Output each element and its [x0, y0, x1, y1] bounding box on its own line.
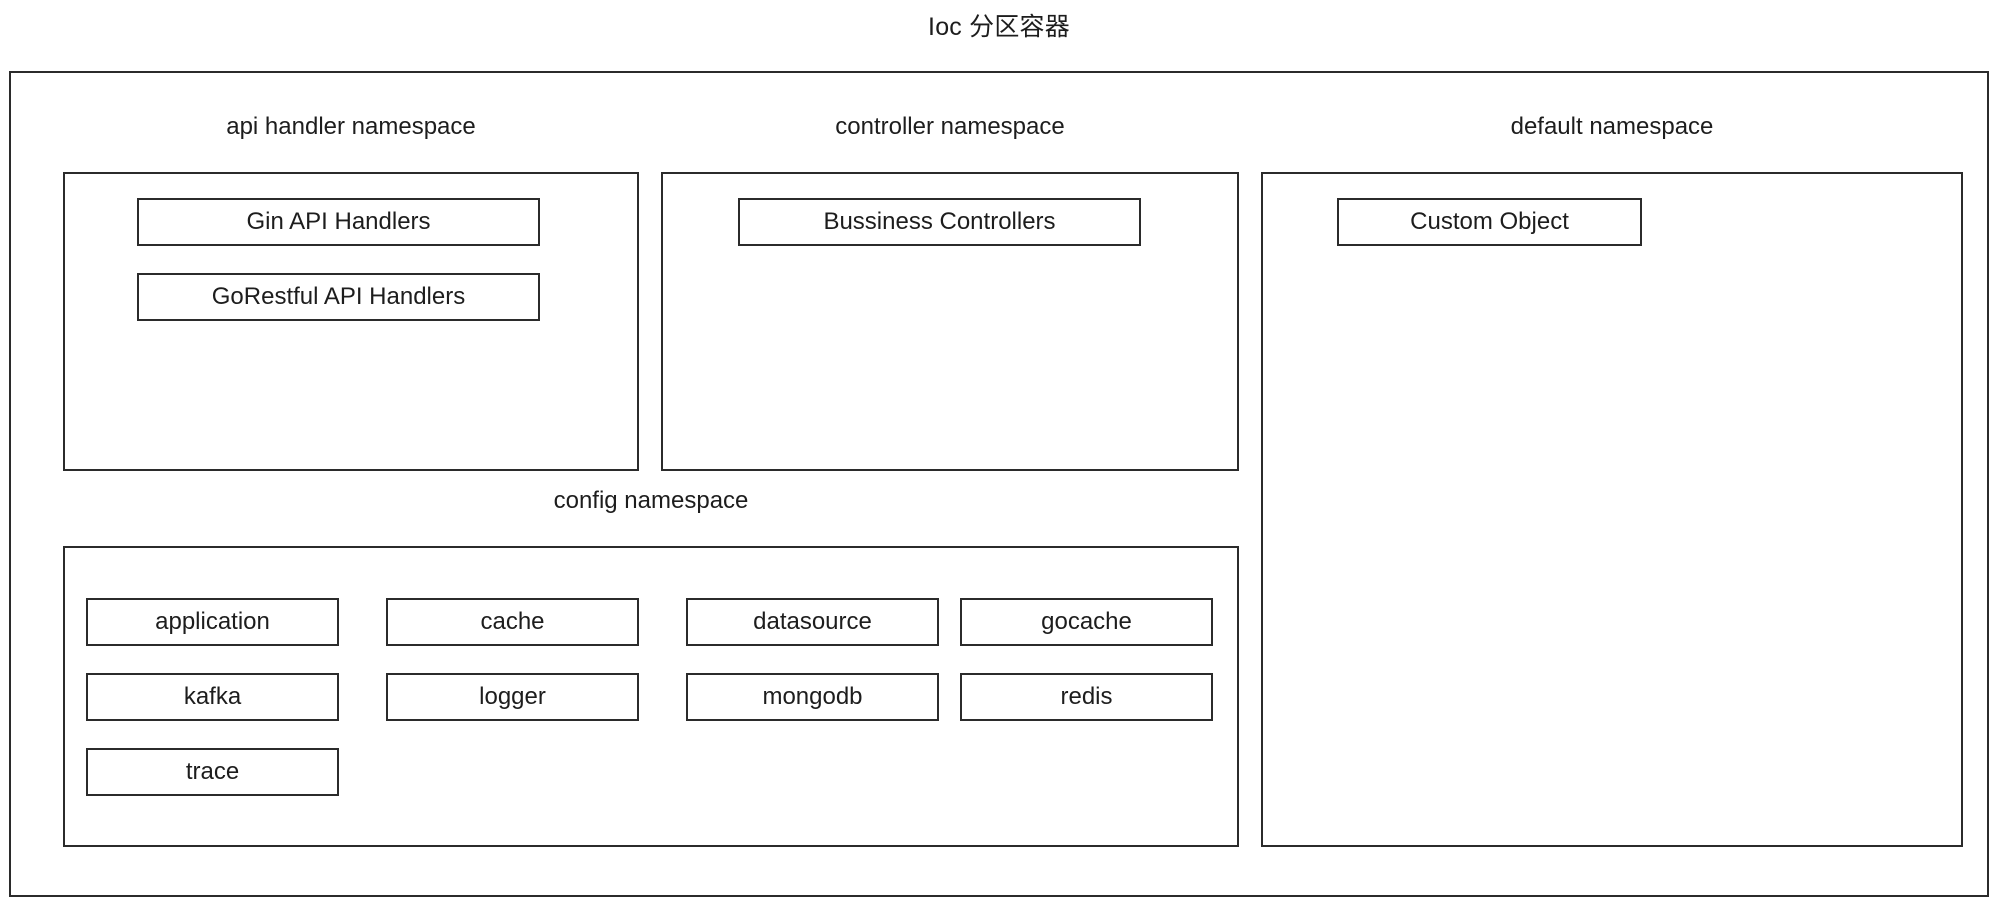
item-kafka: kafka [86, 673, 339, 721]
item-gorestful-api-handlers: GoRestful API Handlers [137, 273, 540, 321]
controller-namespace-caption: controller namespace [835, 113, 1065, 140]
default-namespace-panel [1261, 172, 1963, 847]
diagram-title: Ioc 分区容器 [928, 13, 1070, 41]
item-custom-object: Custom Object [1337, 198, 1642, 246]
item-redis: redis [960, 673, 1213, 721]
item-trace: trace [86, 748, 339, 796]
item-datasource: datasource [686, 598, 939, 646]
item-gin-api-handlers: Gin API Handlers [137, 198, 540, 246]
item-mongodb: mongodb [686, 673, 939, 721]
item-application: application [86, 598, 339, 646]
config-namespace-caption: config namespace [553, 487, 749, 514]
item-bussiness-controllers: Bussiness Controllers [738, 198, 1141, 246]
item-cache: cache [386, 598, 639, 646]
api-handler-namespace-caption: api handler namespace [226, 113, 476, 140]
item-gocache: gocache [960, 598, 1213, 646]
item-logger: logger [386, 673, 639, 721]
default-namespace-caption: default namespace [1510, 113, 1714, 140]
